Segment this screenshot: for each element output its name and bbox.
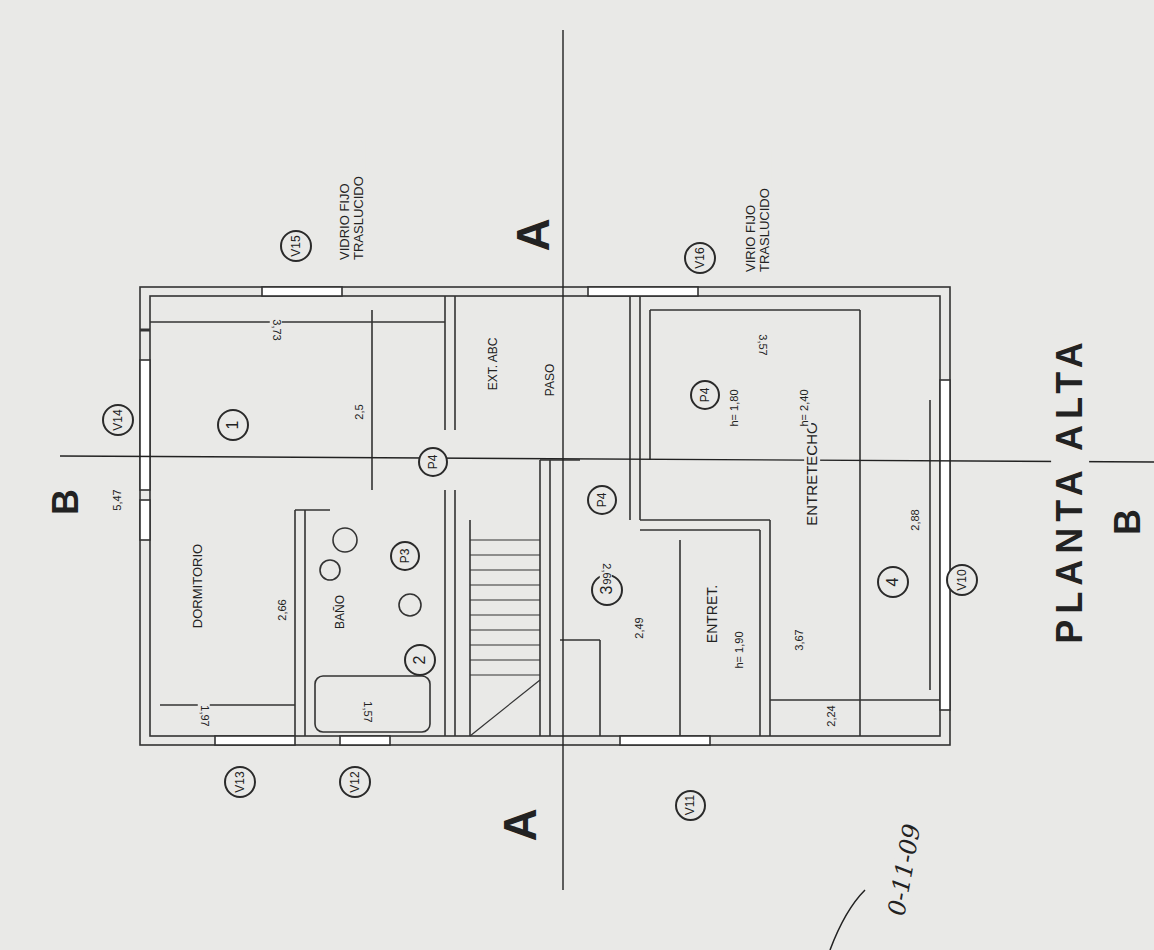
callout-number: P4 — [427, 455, 439, 470]
callout-number: P4 — [596, 493, 608, 508]
callout-circle: V11 — [675, 790, 706, 821]
dimension: 3,57 — [756, 332, 768, 357]
dimension: 5,47 — [112, 487, 124, 512]
callout-number: V10 — [956, 569, 968, 590]
callout-number: V15 — [290, 235, 302, 256]
room-name: ENTRET. — [705, 583, 720, 645]
callout-number: 2 — [412, 656, 428, 665]
height-note: h= 1,80 — [729, 387, 741, 428]
dimension: 1,57 — [361, 699, 373, 724]
section-mark: B — [47, 487, 85, 517]
window-note: VIRIO FIJO TRASLUCIDO — [744, 150, 771, 274]
callout-number: P4 — [699, 388, 711, 403]
height-note: h= 2,40 — [799, 387, 811, 428]
room-name: EXT. ABC — [487, 336, 500, 393]
dimension: 3,67 — [794, 627, 806, 652]
room-name: PASO — [544, 362, 557, 398]
section-line — [60, 456, 1154, 462]
room-name: ENTRETECHO — [804, 420, 820, 527]
room-name: BAÑO — [334, 593, 347, 631]
callout-circle: 2 — [404, 644, 436, 676]
callout-circle: P4 — [587, 485, 617, 515]
callout-number: 3 — [599, 586, 615, 595]
date-note: 0-11-09 — [884, 820, 926, 919]
callout-number: V11 — [684, 795, 696, 815]
section-mark: A — [496, 806, 544, 843]
callout-number: V12 — [349, 771, 361, 792]
dimension: 2,88 — [910, 507, 922, 532]
callout-circle: 4 — [877, 566, 909, 598]
callout-number: P3 — [399, 549, 411, 564]
dimension: 1,97 — [198, 703, 210, 728]
outer-wall-inner — [150, 296, 940, 736]
height-note: h= 1,90 — [734, 629, 746, 670]
callout-circle: P3 — [390, 541, 420, 571]
callout-circle: P4 — [418, 447, 448, 477]
dimension: 2,5 — [354, 402, 366, 421]
dimension: 2,49 — [634, 615, 646, 640]
dimension: 2,66 — [600, 561, 612, 586]
room-name: DORMITORIO — [191, 542, 205, 630]
dimension: 3,73 — [270, 317, 282, 342]
outer-wall — [140, 287, 950, 745]
callout-circle: V14 — [102, 404, 134, 436]
section-mark: B — [1109, 507, 1147, 537]
callout-circle: V12 — [339, 766, 371, 798]
dimension: 2,24 — [826, 703, 838, 728]
plan-title: PLANTA ALTA — [1051, 334, 1089, 645]
section-mark: A — [509, 216, 557, 253]
callout-circle: V13 — [224, 766, 256, 798]
window-note: VIDRIO FIJO TRASLUCIDO — [338, 138, 365, 262]
callout-number: 1 — [225, 421, 241, 430]
callout-circle: P4 — [690, 380, 720, 410]
callout-number: V14 — [112, 409, 124, 430]
callout-circle: V16 — [684, 242, 716, 274]
callout-circle: V10 — [946, 564, 978, 596]
callout-number: V13 — [234, 771, 246, 792]
dimension: 2,66 — [277, 597, 289, 622]
callout-number: V16 — [694, 247, 706, 268]
section-line — [562, 30, 563, 890]
callout-circle: V15 — [280, 230, 312, 262]
callout-number: 4 — [885, 578, 901, 587]
callout-circle: 1 — [217, 409, 249, 441]
